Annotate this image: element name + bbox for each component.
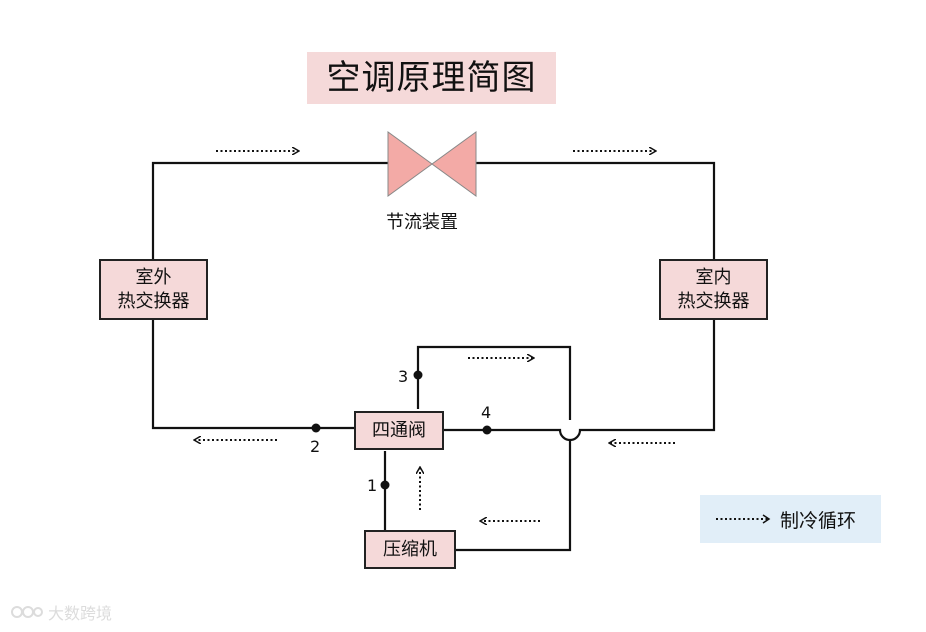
outdoor-heat-exchanger: 室外 热交换器: [99, 259, 208, 320]
outdoor-hx-line2: 热交换器: [117, 290, 190, 312]
top-right-pipe: [476, 161, 716, 259]
node-1: [380, 480, 390, 490]
lower-return-pipe: [456, 440, 572, 552]
top-left-pipe: [151, 161, 388, 259]
node-label-2: 2: [310, 437, 321, 456]
four-way-valve: 四通阀: [354, 411, 444, 450]
upper-pipe: [416, 345, 572, 420]
throttle-label: 节流装置: [386, 212, 458, 233]
throttle-device-icon: [387, 131, 477, 197]
watermark: 大数跨境: [10, 600, 112, 624]
legend-dotted-arrow-icon: [716, 514, 771, 524]
indoor-heat-exchanger: 室内 热交换器: [659, 259, 768, 320]
compressor: 压缩机: [364, 530, 456, 569]
node-2: [311, 423, 321, 433]
legend-label: 制冷循环: [780, 509, 857, 532]
diagram-title: 空调原理简图: [307, 52, 556, 104]
watermark-text: 大数跨境: [48, 604, 113, 623]
indoor-hx-line2: 热交换器: [677, 290, 750, 312]
left-down-pipe: [151, 319, 356, 430]
node-label-4: 4: [481, 403, 492, 422]
watermark-logo-icon: [11, 606, 43, 618]
node-label-3: 3: [398, 367, 409, 386]
node-4: [482, 425, 492, 435]
indoor-hx-line1: 室内: [695, 267, 732, 289]
outdoor-hx-line1: 室外: [135, 267, 172, 289]
node-3: [413, 370, 423, 380]
node-label-1: 1: [367, 476, 378, 495]
legend: 制冷循环: [700, 495, 881, 543]
